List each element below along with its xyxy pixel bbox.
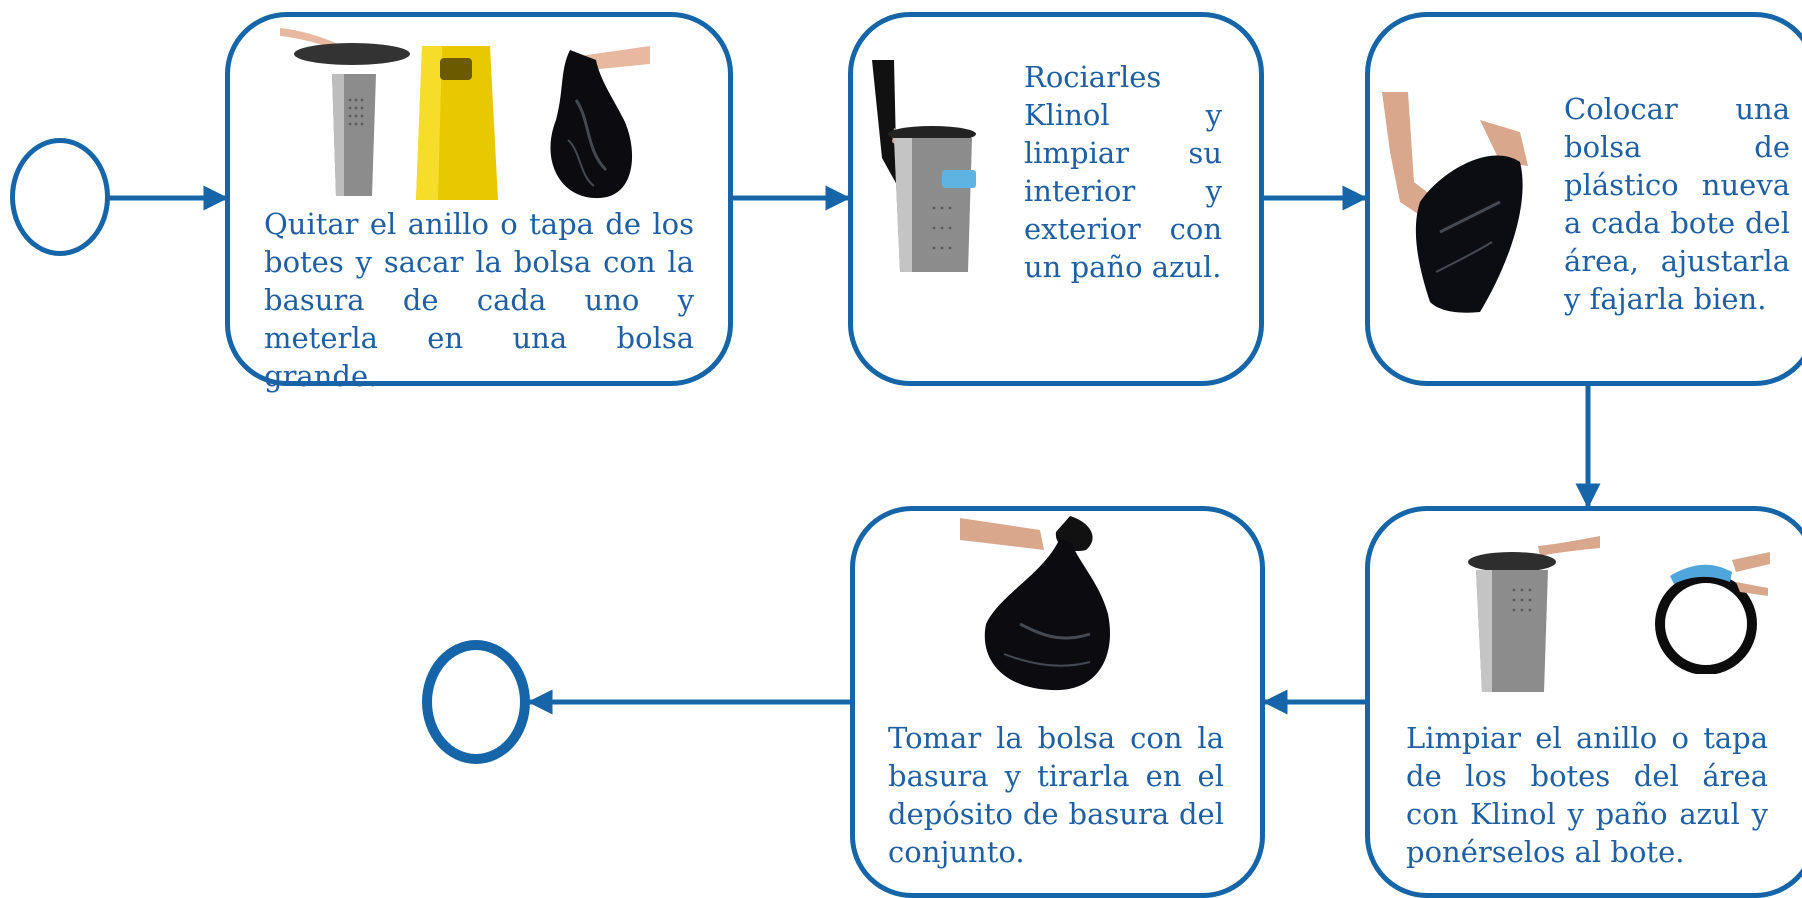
end-circle	[422, 640, 530, 764]
trash-can-lid-icon	[280, 28, 410, 196]
start-circle	[10, 138, 110, 256]
black-bag-icon	[550, 46, 650, 199]
step-2-box	[848, 12, 1264, 386]
cleaning-can-icon	[872, 60, 976, 272]
step-4-text: Limpiar el anillo o tapa de los botes de…	[1406, 721, 1768, 869]
ring-cleaning-icon	[1655, 552, 1770, 674]
step-2-text: Rociarles Klinol y limpiar su interior y…	[1024, 60, 1222, 284]
trash-can-lid-icon	[1468, 536, 1600, 692]
black-bag-icon	[960, 516, 1110, 691]
step-1-text: Quitar el anillo o tapa de los botes y s…	[264, 207, 694, 393]
yellow-bin-icon	[416, 46, 498, 200]
step-3-text: Colocar una bolsa de plástico nueva a ca…	[1564, 92, 1790, 316]
step-5-text: Tomar la bolsa con la basura y tirarla e…	[888, 721, 1224, 869]
new-bag-icon	[1382, 92, 1528, 313]
